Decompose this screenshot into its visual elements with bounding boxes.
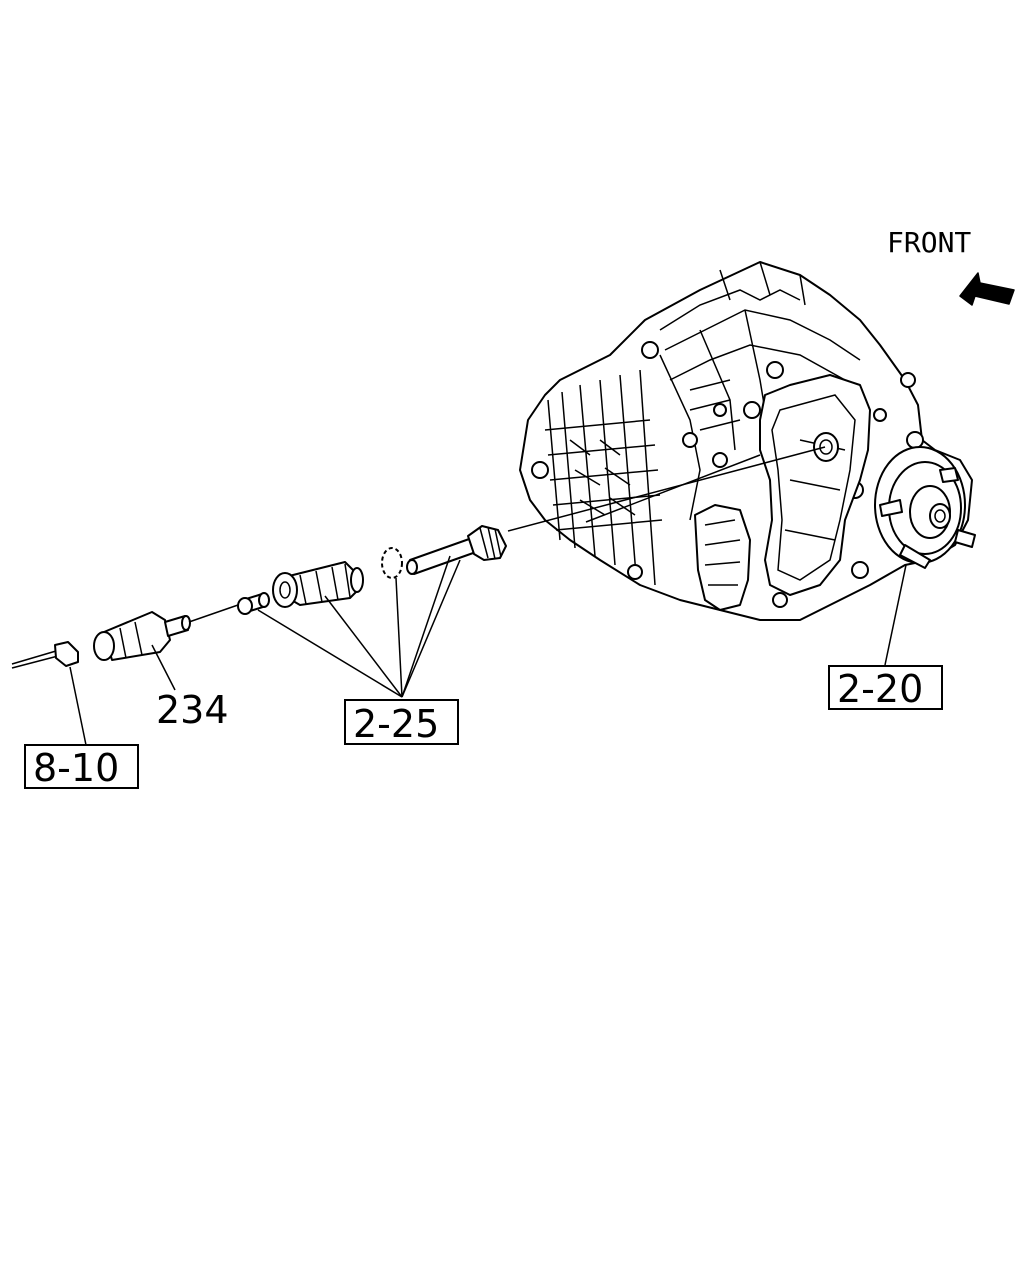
transfer-ref-callout[interactable]: 2-20 — [828, 665, 943, 711]
leader-lines — [69, 446, 907, 746]
transfer-ref-label: 2-20 — [837, 667, 923, 711]
o-ring — [381, 547, 403, 579]
sleeve — [272, 561, 364, 608]
drive-gear-ref-label: 2-25 — [353, 702, 439, 746]
speed-sensor — [93, 611, 191, 661]
transfer-case-assembly — [519, 261, 976, 621]
arrow-up-left-icon — [959, 272, 1015, 306]
bushing — [237, 592, 270, 615]
harness-ref-callout[interactable]: 8-10 — [24, 744, 139, 790]
harness-ref-label: 8-10 — [33, 746, 119, 790]
sensor-part-number: 234 — [156, 688, 229, 732]
harness-connector — [11, 641, 79, 669]
front-indicator: FRONT — [887, 226, 1015, 306]
front-label: FRONT — [887, 226, 971, 259]
drive-gear-ref-callout[interactable]: 2-25 — [344, 699, 459, 746]
drive-gear-shaft — [406, 525, 507, 575]
